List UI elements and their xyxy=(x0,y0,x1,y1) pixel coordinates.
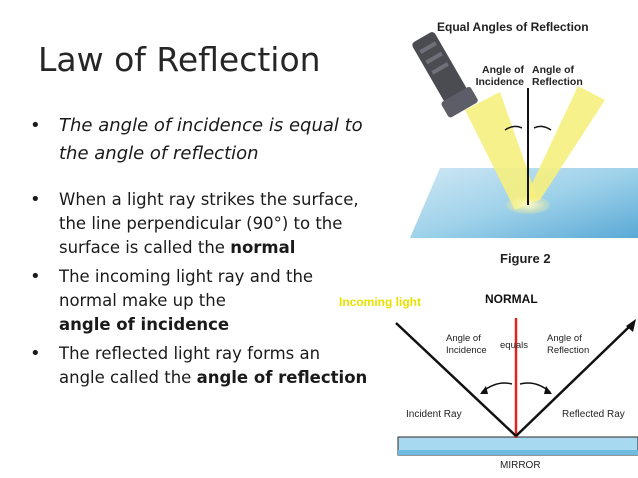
bottom-incidence-line-2: Incidence xyxy=(446,345,487,356)
mirror-bar-shade xyxy=(398,450,638,455)
mirror-surface xyxy=(410,168,638,238)
bullet-4-line-2: angle called the angle of reflection xyxy=(59,366,396,390)
bullet-1-line-2: the angle of reflection xyxy=(59,143,259,164)
normal-label: NORMAL xyxy=(485,292,538,306)
figure-top-reflection-label: Angle of Reflection xyxy=(532,64,583,88)
bullet-list: The angle of incidence is equal to the a… xyxy=(26,112,396,390)
incidence-arc xyxy=(504,125,523,131)
mirror-bar xyxy=(397,436,638,456)
bottom-incidence-line-1: Angle of xyxy=(446,333,481,344)
bottom-reflection-label: Angle of Reflection xyxy=(547,333,589,357)
bottom-incidence-label: Angle of Incidence xyxy=(446,333,487,357)
figure-top-incidence-label: Angle of Incidence xyxy=(470,64,524,88)
figure-top-incidence-line-2: Incidence xyxy=(475,76,524,88)
bullet-4-line-1: The reflected light ray forms an xyxy=(59,344,321,363)
incident-ray-label: Incident Ray xyxy=(406,409,462,420)
bullet-3-line-2: normal make up the xyxy=(59,291,226,310)
bullet-2-line-3-text: surface is called the xyxy=(59,238,231,257)
reflection-arc-bottom xyxy=(519,382,551,393)
bullet-3-line-1: The incoming light ray and the xyxy=(59,267,314,286)
mirror-label: MIRROR xyxy=(500,460,541,471)
angle-of-reflection-term: angle of reflection xyxy=(196,368,368,387)
figure-top-incidence-line-1: Angle of xyxy=(482,64,524,76)
angle-of-incidence-term: angle of incidence xyxy=(59,315,230,334)
incoming-light-label: Incoming light xyxy=(339,295,421,309)
bullet-4-line-2-text: angle called the xyxy=(59,368,197,387)
bullet-2-line-1: When a light ray strikes the surface, xyxy=(59,190,359,209)
bullet-2: When a light ray strikes the surface, th… xyxy=(26,188,396,260)
flashlight-icon xyxy=(412,32,478,118)
reflection-arc xyxy=(533,125,552,131)
bottom-reflection-line-2: Reflection xyxy=(547,345,590,356)
figure-top-reflection-line-1: Angle of xyxy=(532,64,574,76)
bullet-1-line-1: The angle of incidence is equal to xyxy=(59,115,363,136)
normal-term: normal xyxy=(230,238,296,257)
light-spot xyxy=(506,196,550,214)
incidence-arc-bottom xyxy=(481,382,513,393)
slide-title: Law of Reflection xyxy=(38,40,321,79)
arc-arrow-left xyxy=(480,386,488,394)
arc-arrow-right xyxy=(544,386,552,394)
bullet-2-line-2: the line perpendicular (90°) to the xyxy=(59,214,343,233)
reflected-ray-label: Reflected Ray xyxy=(562,409,625,420)
figure-top-reflection-line-2: Reflection xyxy=(532,76,583,88)
equals-label: equals xyxy=(500,340,528,351)
bottom-reflection-line-1: Angle of xyxy=(547,333,582,344)
bullet-3: The incoming light ray and the normal ma… xyxy=(26,265,396,337)
figure-caption: Figure 2 xyxy=(500,251,551,266)
reflected-arrow-head xyxy=(626,319,636,332)
bullet-2-line-3: surface is called the normal xyxy=(59,236,396,260)
reflected-beam xyxy=(522,86,605,205)
incident-beam xyxy=(465,92,538,210)
figure-top-title: Equal Angles of Reflection xyxy=(437,20,589,34)
bullet-1: The angle of incidence is equal to the a… xyxy=(26,112,396,168)
bullet-4: The reflected light ray forms an angle c… xyxy=(26,342,396,390)
